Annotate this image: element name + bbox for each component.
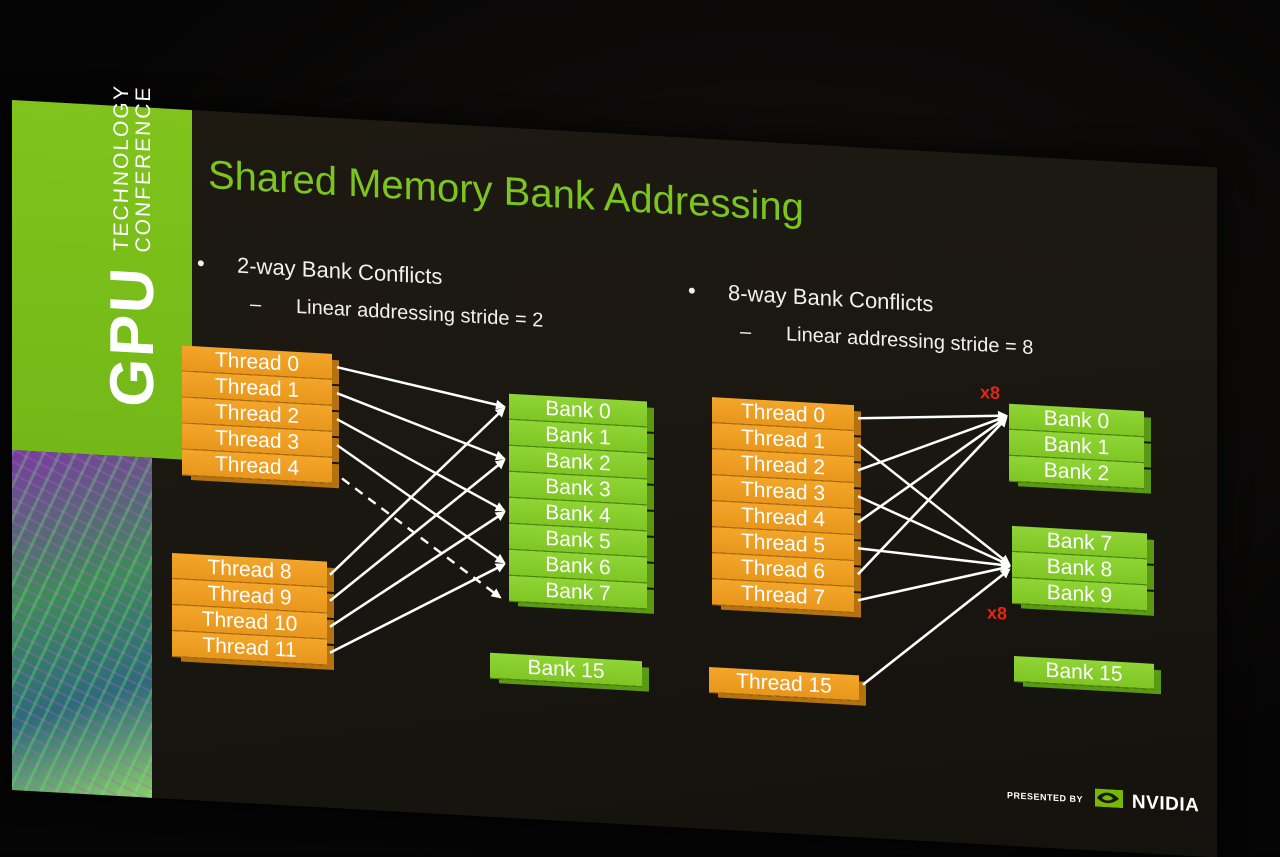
presented-by-text: PRESENTED BY	[1007, 790, 1084, 805]
arrow-t1-b2	[336, 392, 506, 461]
arrow-r-t3-b8	[857, 495, 1011, 566]
arrow-r-t4-b0	[857, 416, 1008, 524]
nvidia-wordmark: NVIDIA	[1131, 791, 1200, 816]
arrow-r-t15-b8	[862, 568, 1011, 686]
arrow-t10-b4	[329, 511, 506, 628]
arrow-t8-b0	[329, 407, 506, 576]
slide: GPU TECHNOLOGY CONFERENCE Shared Memory …	[12, 84, 1217, 857]
arrow-r-t6-b0	[857, 417, 1008, 576]
nvidia-eye-logo-icon	[1095, 788, 1124, 814]
presented-by-footer: PRESENTED BY NVIDIA	[1007, 784, 1199, 818]
arrow-r-t5-b8	[857, 547, 1011, 570]
arrow-t11-b6	[329, 563, 506, 654]
arrow-r-t1-b8	[857, 443, 1011, 566]
arrow-t9-b2	[329, 459, 506, 602]
arrow-r-t7-b8	[857, 563, 1011, 602]
arrow-t3-b6	[336, 444, 506, 564]
arrow-t4-dashed	[341, 477, 502, 599]
arrow-r-t2-b0	[857, 414, 1008, 472]
arrow-t2-b4	[336, 418, 506, 512]
arrow-t0-b0	[336, 365, 506, 410]
arrows-layer	[329, 365, 1011, 686]
arrow-r-t0-b0	[857, 410, 1008, 421]
